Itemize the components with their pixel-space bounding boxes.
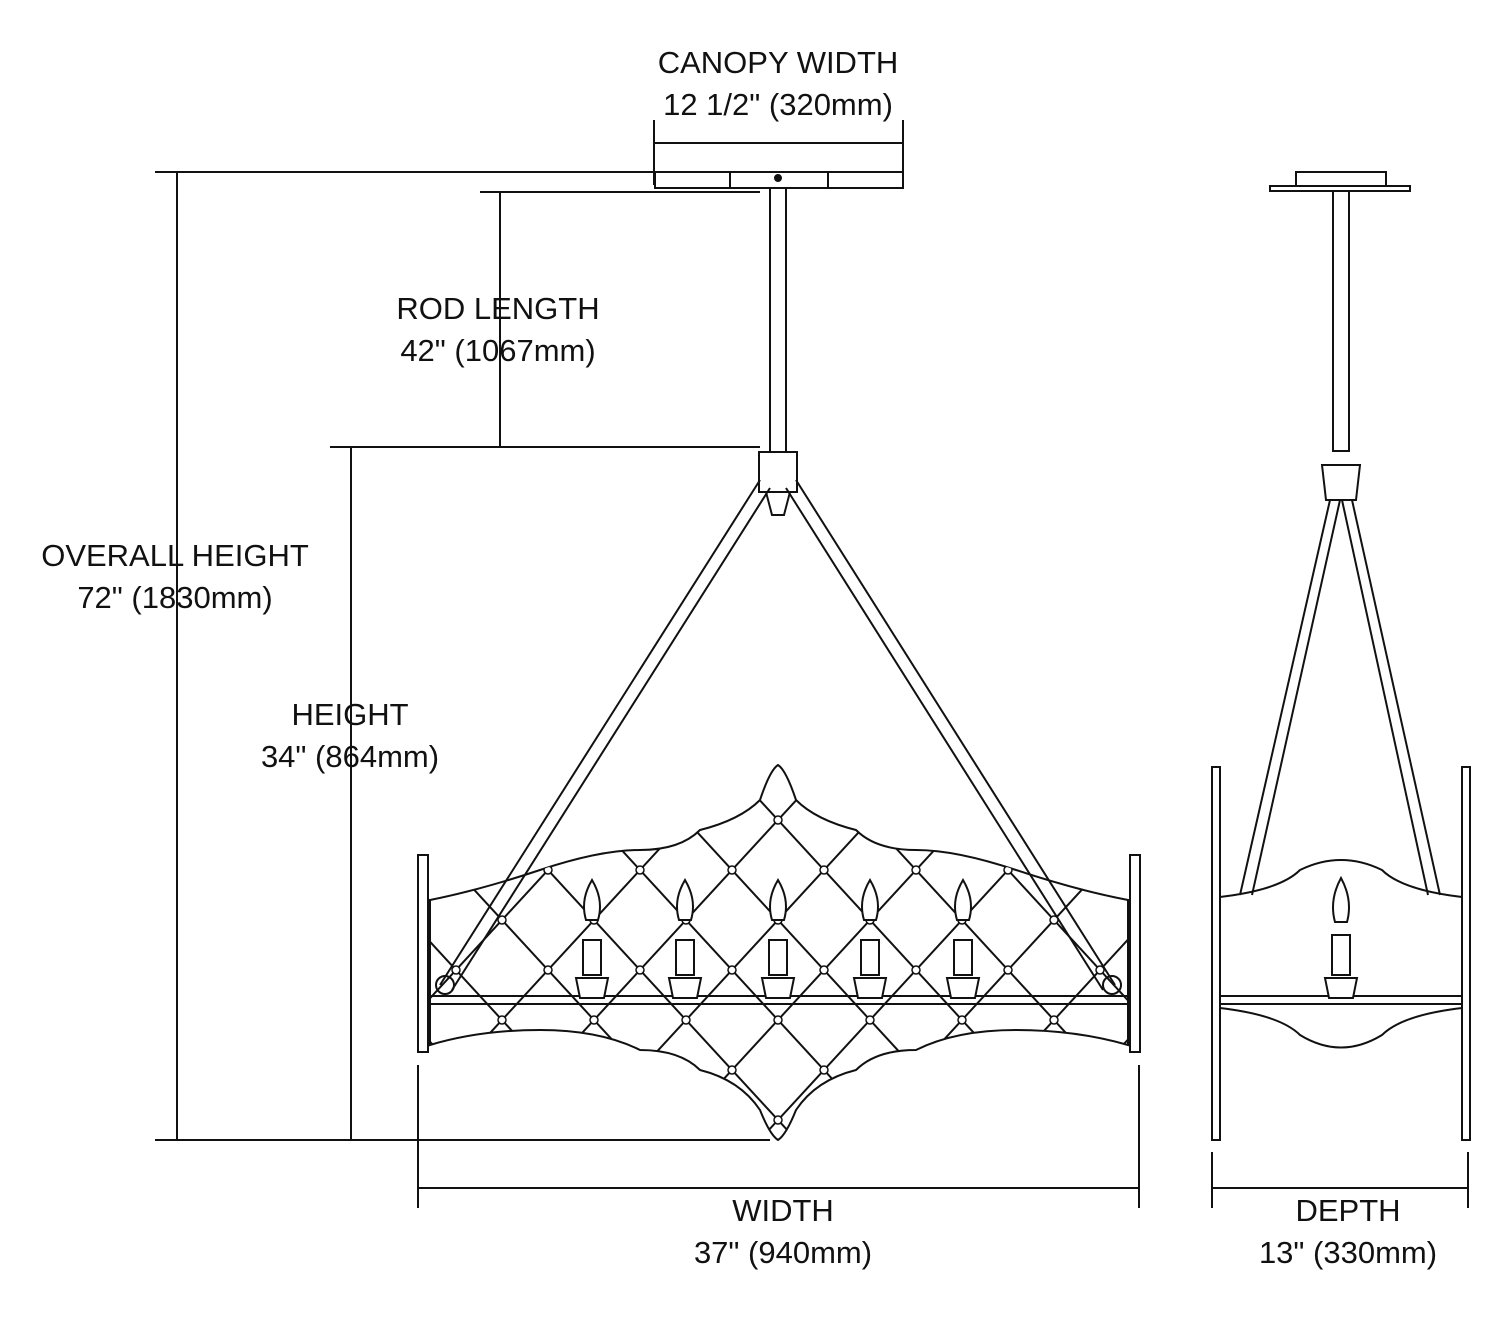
width-value: 37" (940mm) xyxy=(693,1235,873,1270)
height-label: HEIGHT xyxy=(291,697,409,732)
canopy-width-label: CANOPY WIDTH xyxy=(657,45,899,80)
depth-label: DEPTH xyxy=(1295,1193,1401,1228)
overall-height-label: OVERALL HEIGHT xyxy=(41,538,309,573)
overall-height-value: 72" (1830mm) xyxy=(77,580,273,615)
canopy-width-value: 12 1/2" (320mm) xyxy=(663,87,893,122)
candles xyxy=(574,878,981,999)
rod-length-label: ROD LENGTH xyxy=(396,291,600,326)
rod-length-value: 42" (1067mm) xyxy=(400,333,596,368)
dimension-lines xyxy=(155,120,1469,1208)
height-value: 34" (864mm) xyxy=(260,739,440,774)
width-label: WIDTH xyxy=(732,1193,834,1228)
side-view xyxy=(1211,171,1471,1141)
depth-value: 13" (330mm) xyxy=(1258,1235,1438,1270)
